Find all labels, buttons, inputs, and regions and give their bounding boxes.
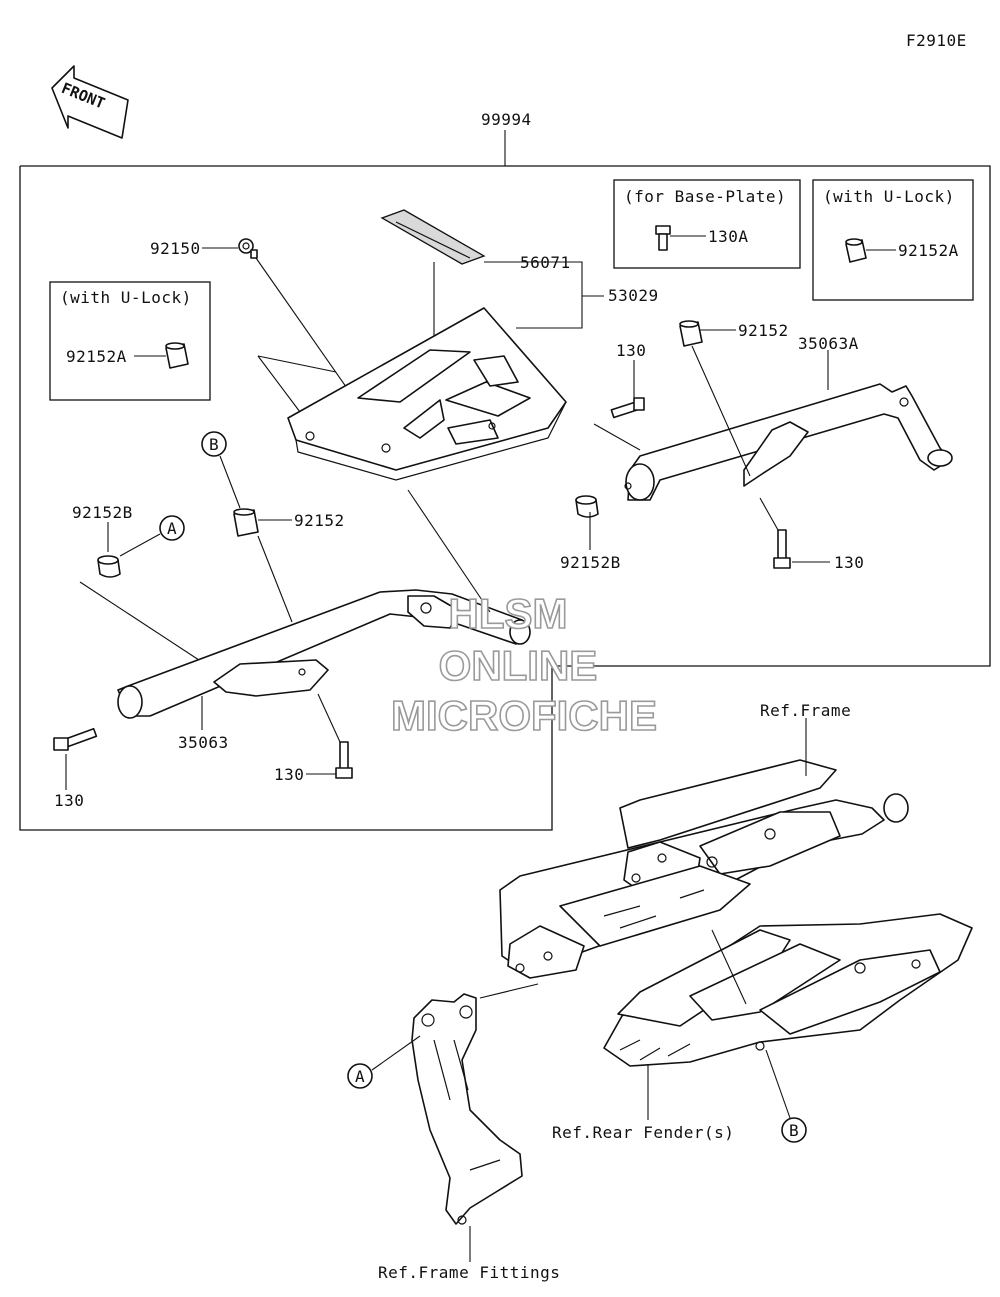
rubber-92152b-right-icon <box>575 495 599 550</box>
part-92152a-right: 92152A <box>898 241 959 260</box>
watermark-line2: ONLINE <box>439 642 598 689</box>
ref-frame: Ref.Frame <box>760 701 851 720</box>
bolt-130a-icon <box>655 225 706 251</box>
part-92152b-right: 92152B <box>560 553 621 572</box>
base-plate-box-title: (for Base-Plate) <box>624 187 786 206</box>
part-92152a-left: 92152A <box>66 347 127 366</box>
bolt-130-upper-right-icon <box>593 360 645 451</box>
part-130-left-lower: 130 <box>274 765 304 784</box>
rubber-92152b-left-icon <box>79 522 203 663</box>
u-lock-box-right-title: (with U-Lock) <box>823 187 955 206</box>
callout-b-lower-label: B <box>789 1121 799 1140</box>
part-92152b-left: 92152B <box>72 503 133 522</box>
side-rail-35063-icon <box>117 489 531 730</box>
part-53029: 53029 <box>608 286 659 305</box>
ref-frame-fittings: Ref.Frame Fittings <box>378 1263 560 1282</box>
figure-code: F2910E <box>906 31 967 50</box>
collar-92152-left-icon <box>233 508 293 623</box>
base-plate-box <box>613 179 801 269</box>
assembly-outline <box>19 130 991 831</box>
callout-b-lower <box>781 1117 807 1143</box>
bolt-130-left-lower-icon <box>306 693 353 779</box>
callout-a-upper <box>119 515 185 557</box>
u-lock-box-right <box>812 179 974 301</box>
callout-a-lower <box>347 1035 421 1089</box>
part-35063a: 35063A <box>798 334 859 353</box>
sticker-56071-icon <box>380 209 568 346</box>
callout-b-upper <box>201 431 241 509</box>
part-92152-left: 92152 <box>294 511 345 530</box>
part-130-upper-right: 130 <box>616 341 646 360</box>
carrier-plate-53029-icon <box>257 261 604 481</box>
part-92152-right: 92152 <box>738 321 789 340</box>
frame-reference-icon <box>479 718 909 999</box>
part-92150: 92150 <box>150 239 201 258</box>
part-56071: 56071 <box>520 253 571 272</box>
bolt-130-right-lower-icon <box>759 497 830 569</box>
collar-92152a-right-icon <box>845 238 896 263</box>
part-130-right-lower: 130 <box>834 553 864 572</box>
side-rail-35063a-icon <box>624 350 953 501</box>
bolt-130-left-horizontal-icon <box>53 727 98 790</box>
rear-fender-reference-icon <box>603 913 973 1120</box>
watermark-line3: MICROFICHE <box>391 692 657 739</box>
collar-92152a-left-icon <box>134 342 189 369</box>
front-arrow-icon: FRONT <box>51 65 129 139</box>
callout-a-upper-label: A <box>167 519 177 538</box>
part-130a: 130A <box>708 227 749 246</box>
u-lock-box-left <box>49 281 211 401</box>
frame-fittings-reference-icon <box>411 993 523 1262</box>
collar-92152-right-icon <box>679 320 751 477</box>
callout-b-upper-label: B <box>209 435 219 454</box>
callout-a-lower-label: A <box>355 1067 365 1086</box>
assembly-number: 99994 <box>481 110 532 129</box>
watermark-line1: HLSM <box>449 590 568 637</box>
part-35063: 35063 <box>178 733 229 752</box>
watermark: HLSM ONLINE MICROFICHE <box>390 589 658 740</box>
part-130-left-bolt: 130 <box>54 791 84 810</box>
u-lock-box-left-title: (with U-Lock) <box>60 288 192 307</box>
ref-rear-fender: Ref.Rear Fender(s) <box>552 1123 734 1142</box>
